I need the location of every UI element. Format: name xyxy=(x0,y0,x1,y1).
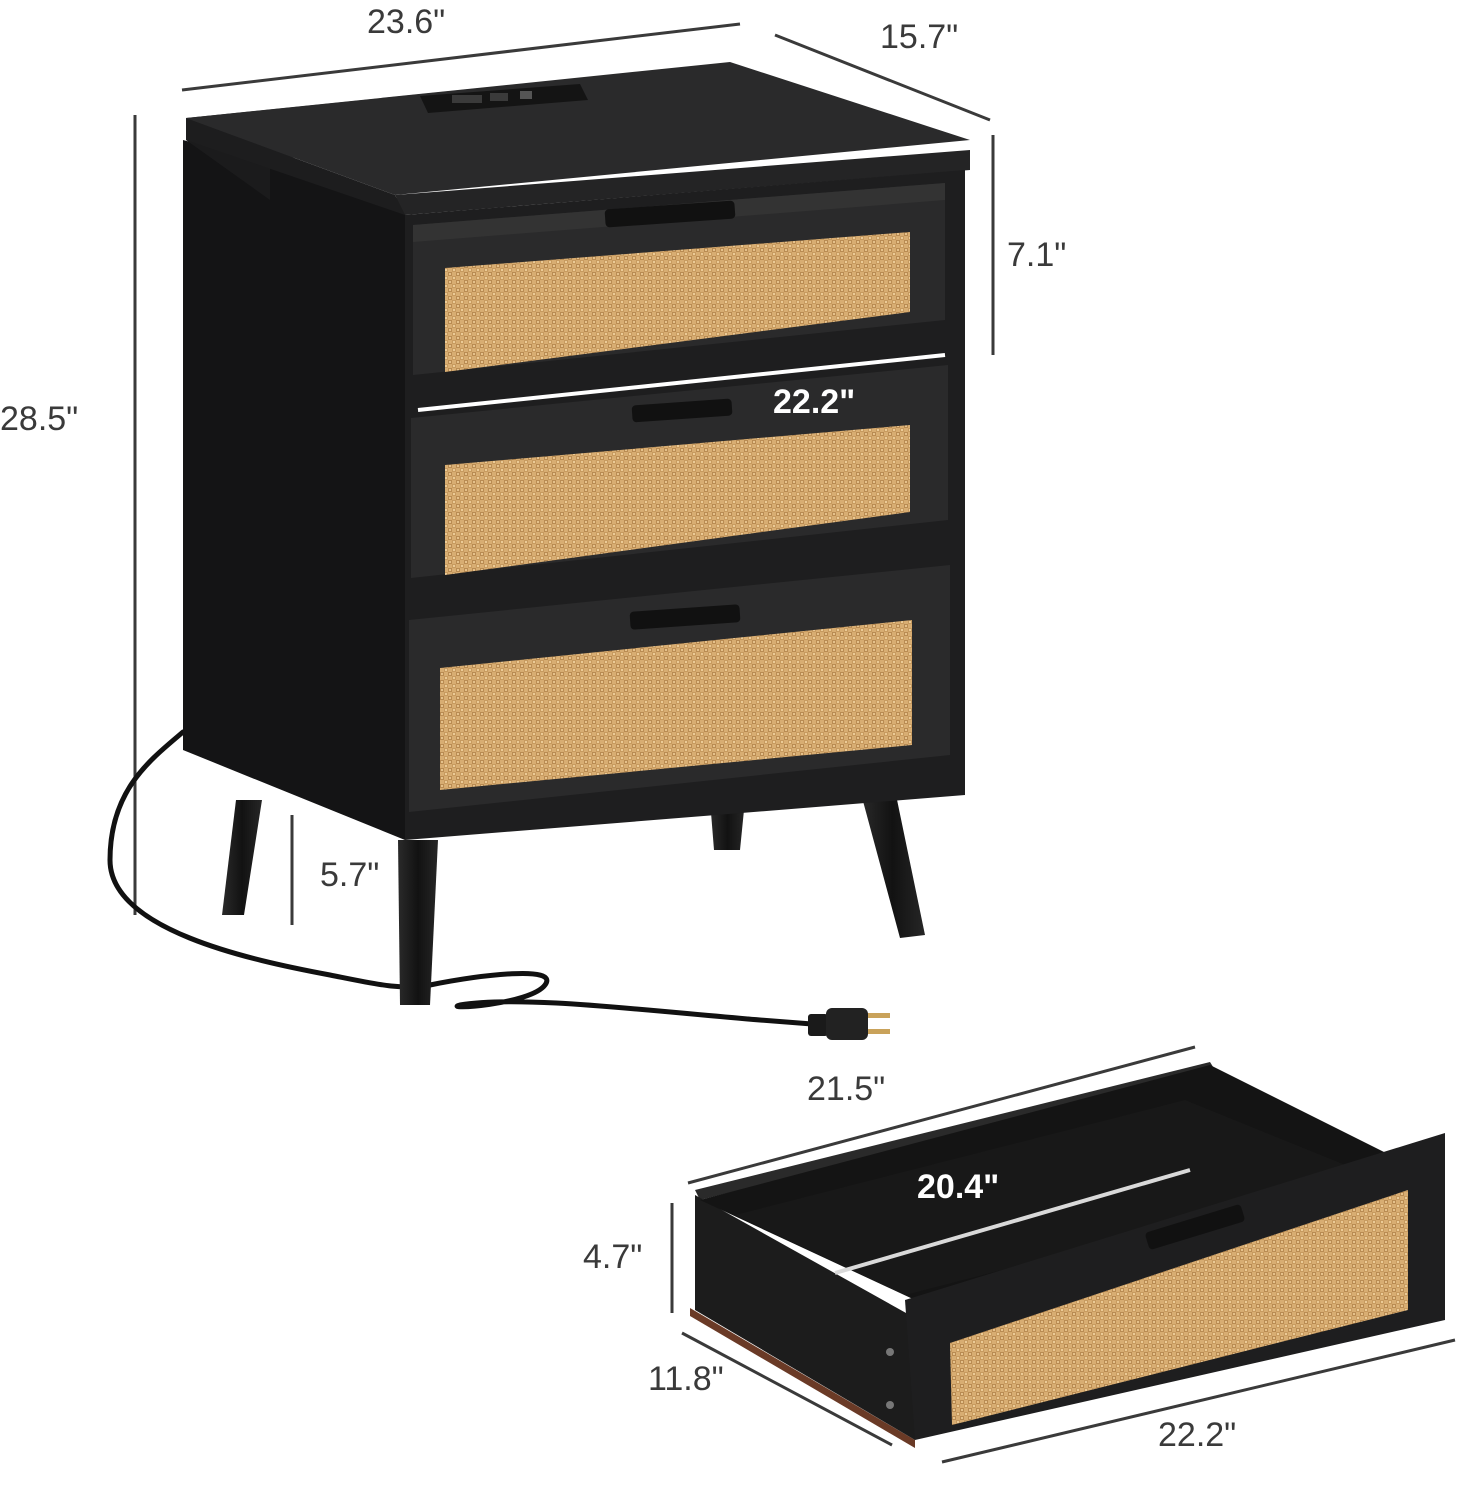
drawer-3 xyxy=(409,565,950,812)
drawer-width-label: 22.2" xyxy=(773,383,856,421)
drawer-front-width-label: 22.2" xyxy=(1158,1416,1237,1454)
drawer-depth-label: 11.8" xyxy=(648,1360,724,1398)
drawer-2 xyxy=(411,353,948,578)
height-label: 28.5" xyxy=(0,400,79,438)
drawer-detail xyxy=(670,1045,1456,1464)
width-label: 23.6" xyxy=(367,3,446,41)
drawer-height-label: 7.1" xyxy=(1007,236,1067,274)
depth-label: 15.7" xyxy=(880,18,959,56)
drawer-height-detail-label: 4.7" xyxy=(583,1238,643,1276)
drawer-outer-length-label: 21.5" xyxy=(807,1070,886,1108)
leg-height-label: 5.7" xyxy=(320,856,380,894)
charging-panel-icon xyxy=(420,84,588,113)
drawer-1 xyxy=(413,183,945,375)
legs xyxy=(222,790,925,1005)
drawer-inner-length-label: 20.4" xyxy=(917,1168,1000,1206)
power-plug-icon xyxy=(808,1008,890,1040)
